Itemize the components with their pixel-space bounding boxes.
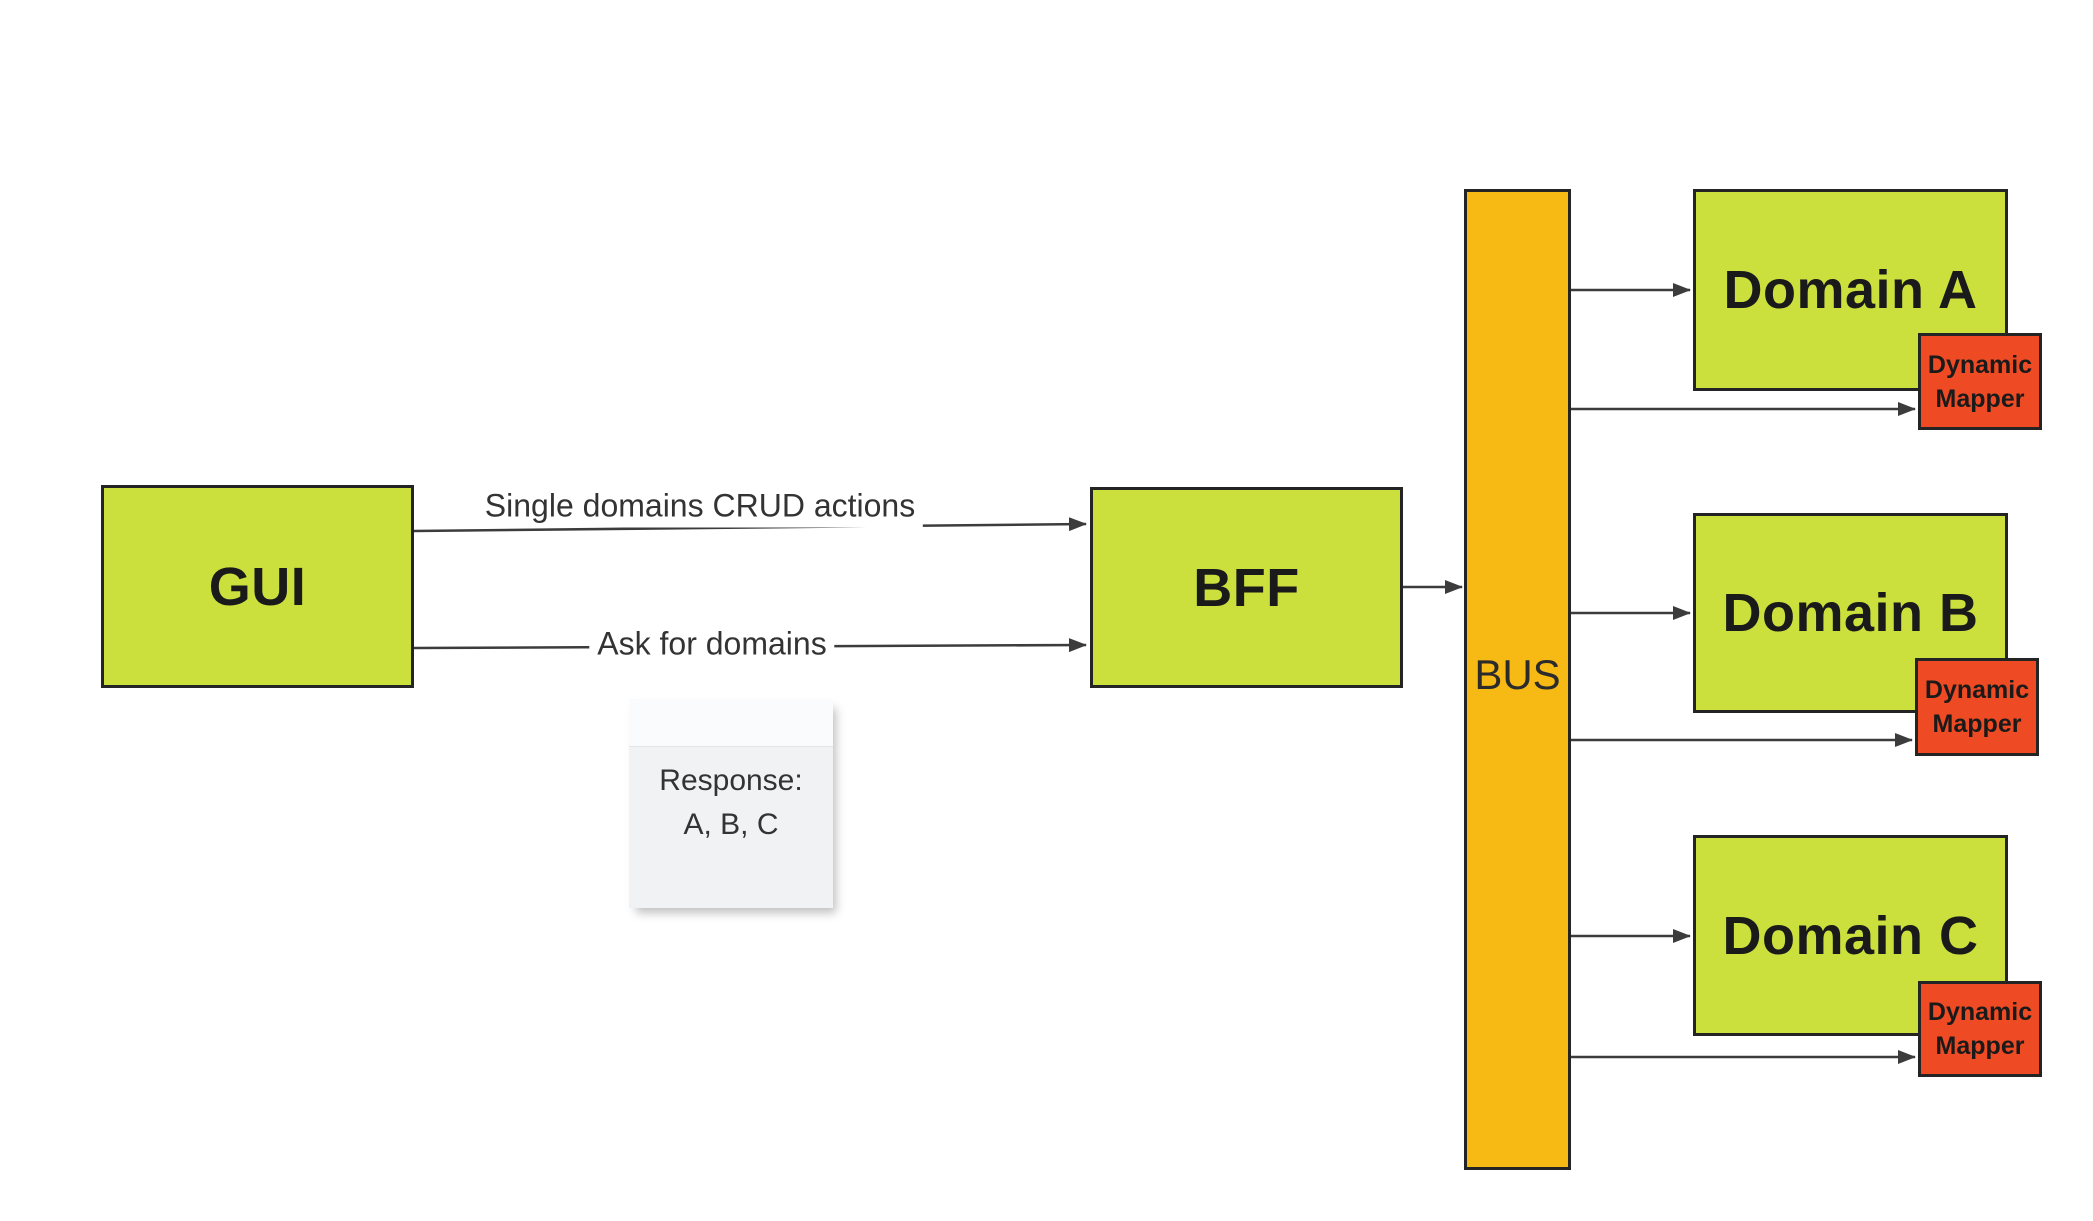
response-note-line2: A, B, C <box>683 808 779 841</box>
dynamic-mapper-b-label-line1: Dynamic <box>1924 676 2030 704</box>
domain-c-node-label: Domain C <box>1722 905 1979 966</box>
dynamic-mapper-a-label-line1: Dynamic <box>1927 350 2033 379</box>
domain-b-node-label: Domain B <box>1722 583 1979 643</box>
response-note-text: Response: A, B, C <box>629 759 833 847</box>
edge-gui-bff-crud <box>413 517 1087 533</box>
dynamic-mapper-a-node: Dynamic Mapper <box>1918 333 2042 430</box>
gui-node: GUI <box>101 485 414 688</box>
dynamic-mapper-b-label-line2: Mapper <box>1932 710 2022 738</box>
dynamic-mapper-c-node: Dynamic Mapper <box>1918 981 2042 1077</box>
dynamic-mapper-c-label-line2: Mapper <box>1935 1032 2025 1060</box>
bff-node-label: BFF <box>1193 557 1300 618</box>
response-note-header-band <box>629 699 833 747</box>
dynamic-mapper-c-label-line1: Dynamic <box>1927 998 2033 1026</box>
domain-a-node-label: Domain A <box>1723 260 1978 320</box>
gui-node-label: GUI <box>208 556 307 617</box>
bff-node: BFF <box>1090 487 1403 688</box>
bus-node-label: BUS <box>1474 651 1561 698</box>
edge-label-ask-for-domains: Ask for domains <box>589 622 835 666</box>
edge-label-crud-actions: Single domains CRUD actions <box>476 484 924 528</box>
response-note-line1: Response: <box>659 764 803 797</box>
dynamic-mapper-a-label-line2: Mapper <box>1935 384 2025 413</box>
bus-node: BUS <box>1464 189 1571 1170</box>
dynamic-mapper-b-node: Dynamic Mapper <box>1915 658 2039 756</box>
domain-b-node: Domain B <box>1693 513 2008 713</box>
response-note: Response: A, B, C <box>629 699 833 908</box>
